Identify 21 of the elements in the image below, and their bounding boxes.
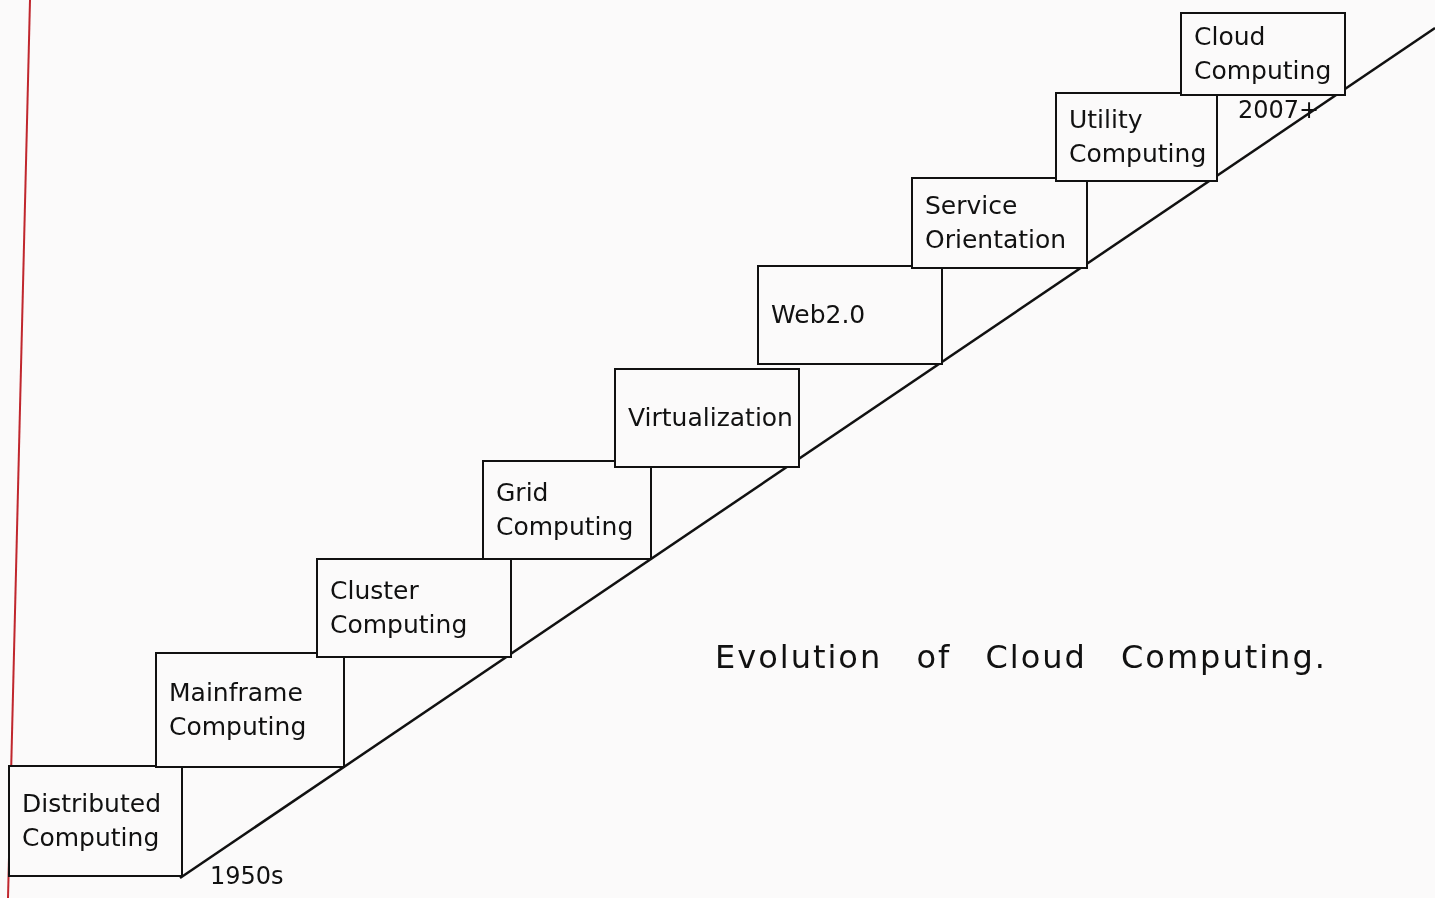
year-label: 1950s bbox=[210, 862, 284, 890]
step-label: Web2.0 bbox=[771, 299, 866, 332]
step-label: Service Orientation bbox=[925, 190, 1068, 256]
stair-box bbox=[482, 460, 652, 560]
stair-box bbox=[614, 368, 800, 468]
step-label: Distributed Computing bbox=[22, 788, 162, 854]
diagram-title: Evolution of Cloud Computing. bbox=[715, 638, 1327, 676]
step-label: Virtualization bbox=[628, 402, 793, 435]
step-label: Utility Computing bbox=[1069, 104, 1207, 170]
stair-box bbox=[911, 177, 1088, 269]
step-label: Cluster Computing bbox=[330, 575, 469, 641]
stair-box bbox=[155, 652, 345, 768]
stair-box bbox=[757, 265, 943, 365]
stair-box bbox=[8, 765, 183, 877]
year-label: 2007+ bbox=[1238, 96, 1320, 124]
step-label: Grid Computing bbox=[496, 477, 635, 543]
step-label: Mainframe Computing bbox=[169, 677, 308, 743]
step-label: Cloud Computing bbox=[1194, 21, 1332, 87]
stair-box bbox=[1055, 92, 1218, 182]
stair-box bbox=[316, 558, 512, 658]
stair-box bbox=[1180, 12, 1346, 96]
